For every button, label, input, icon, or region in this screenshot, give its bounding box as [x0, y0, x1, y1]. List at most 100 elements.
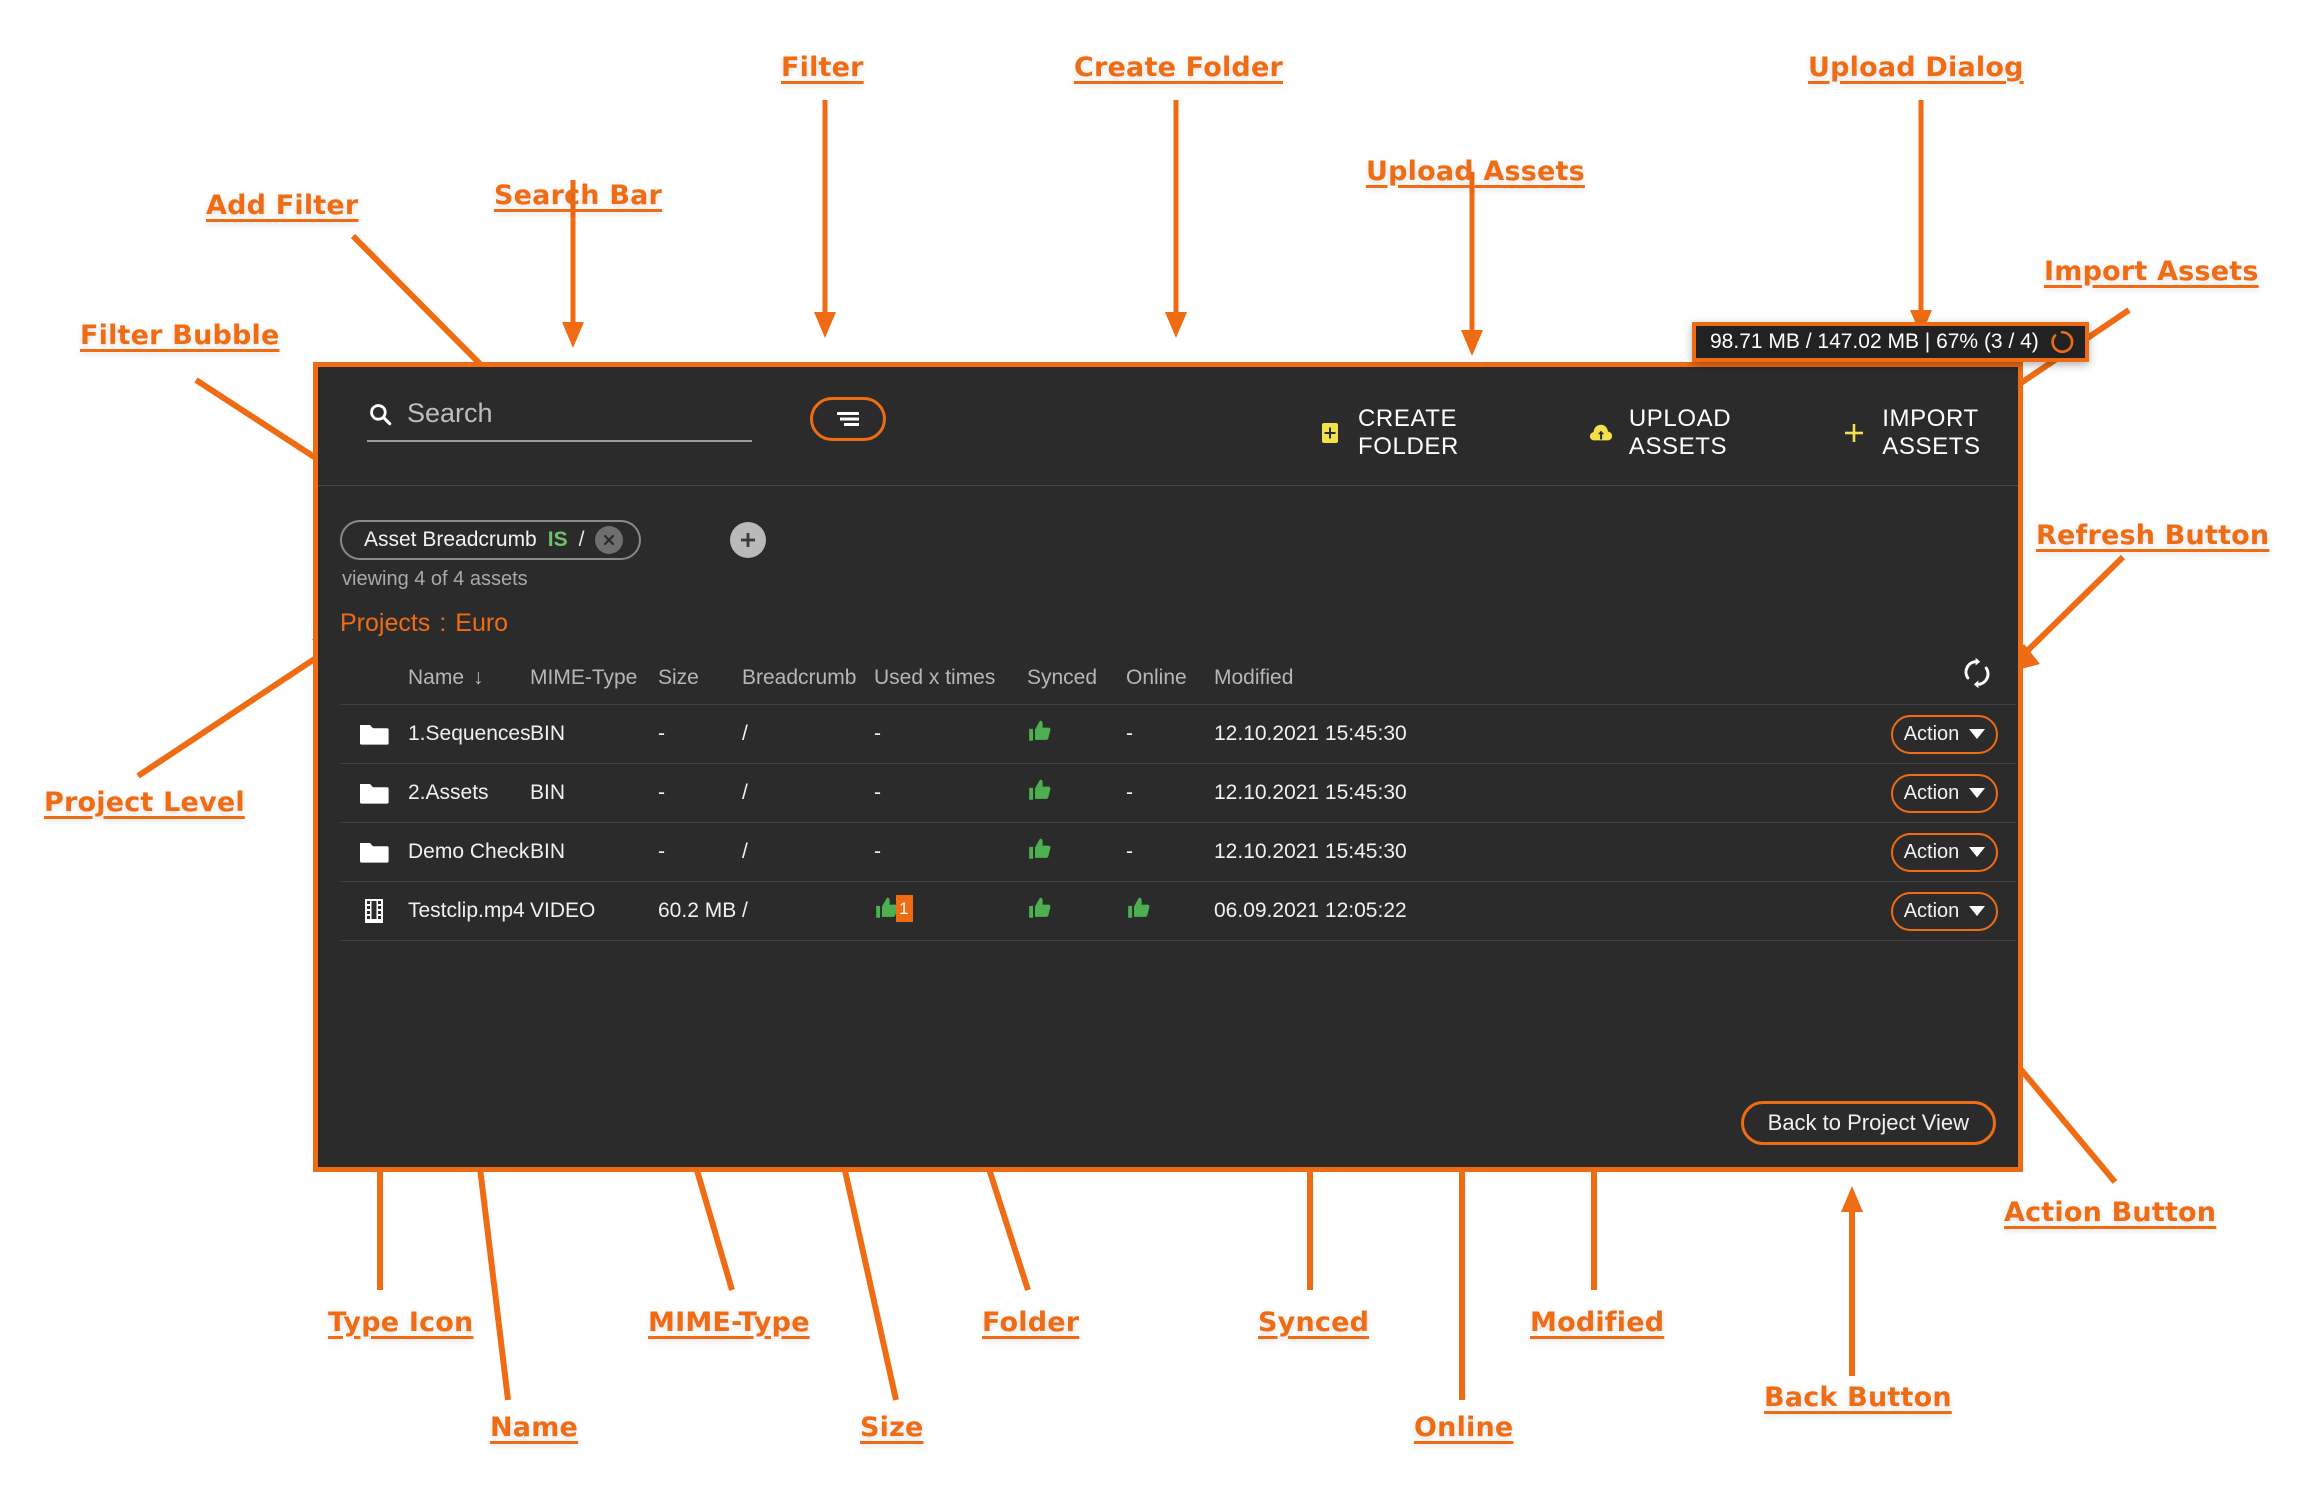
back-to-project-view-button[interactable]: Back to Project View	[1740, 1101, 1996, 1145]
header-mime-type[interactable]: MIME-Type	[530, 666, 638, 689]
thumbs-up-icon	[1029, 779, 1051, 800]
filter-bar: Asset Breadcrumb IS / vie	[318, 486, 2018, 599]
search-bar[interactable]: Search	[367, 398, 752, 442]
upload-assets-button[interactable]: UPLOAD ASSETS	[1589, 405, 1769, 461]
create-folder-button[interactable]: CREATE FOLDER	[1318, 405, 1499, 461]
annotation-import-assets: Import Assets	[2044, 256, 2259, 287]
close-circle-icon[interactable]	[595, 526, 624, 554]
breadcrumb-project[interactable]: Euro	[455, 609, 509, 637]
search-icon	[367, 401, 393, 427]
chevron-down-icon	[1969, 847, 1986, 857]
annotation-mime-type: MIME-Type	[648, 1307, 810, 1338]
asset-manager-panel: Search	[313, 362, 2023, 1172]
chevron-down-icon	[1969, 788, 1986, 798]
usage-count-badge: 1	[896, 894, 914, 922]
annotation-synced: Synced	[1258, 1307, 1370, 1338]
row-name[interactable]: 1.Sequences	[408, 722, 531, 745]
annotation-project-level: Project Level	[44, 787, 245, 818]
row-modified: 12.10.2021 15:45:30	[1214, 840, 1407, 863]
asset-table: Name↓ MIME-Type Size Breadcrumb Used x t…	[340, 652, 2016, 941]
header-used-x-times[interactable]: Used x times	[874, 666, 996, 689]
thumbs-up-icon	[1128, 897, 1150, 918]
row-name[interactable]: Testclip.mp4	[408, 899, 525, 922]
table-row[interactable]: 2.Assets BIN - / - - 12.10.2021 15:45:30…	[340, 763, 2016, 822]
filter-lines-icon	[835, 410, 861, 428]
annotation-upload-dialog: Upload Dialog	[1808, 52, 2024, 83]
annotation-search-bar: Search Bar	[494, 180, 663, 211]
annotation-name: Name	[490, 1412, 579, 1443]
row-online: -	[1126, 781, 1133, 804]
row-breadcrumb: /	[742, 899, 748, 922]
row-synced	[1027, 895, 1126, 927]
cloud-upload-icon	[1589, 419, 1613, 447]
filter-bubble[interactable]: Asset Breadcrumb IS /	[340, 520, 642, 560]
header-synced[interactable]: Synced	[1027, 666, 1098, 689]
annotation-back-button: Back Button	[1764, 1382, 1952, 1413]
folder-icon	[340, 722, 408, 746]
row-breadcrumb: /	[742, 781, 748, 804]
breadcrumb-separator: :	[439, 609, 447, 637]
search-input[interactable]: Search	[407, 398, 493, 428]
row-name[interactable]: Demo Check	[408, 840, 530, 863]
row-online	[1126, 895, 1214, 927]
filter-field-label: Asset Breadcrumb	[364, 528, 537, 551]
upload-dialog[interactable]: 98.71 MB / 147.02 MB | 67% (3 / 4)	[1692, 322, 2089, 362]
folder-icon	[340, 781, 408, 805]
row-name[interactable]: 2.Assets	[408, 781, 489, 804]
row-online: -	[1126, 840, 1133, 863]
header-online[interactable]: Online	[1126, 666, 1187, 689]
upload-progress-text: 98.71 MB / 147.02 MB | 67% (3 / 4)	[1710, 330, 2039, 353]
refresh-icon	[1964, 657, 1990, 689]
annotation-create-folder: Create Folder	[1074, 52, 1283, 83]
row-used: 1	[874, 894, 1027, 928]
toolbar-actions: CREATE FOLDER UPLOAD ASSETS	[1318, 405, 2018, 461]
action-button[interactable]: Action	[1891, 891, 1998, 931]
create-folder-label: CREATE FOLDER	[1358, 405, 1459, 460]
row-breadcrumb: /	[742, 840, 748, 863]
action-button-label: Action	[1903, 781, 1960, 804]
table-row[interactable]: Demo Check BIN - / - - 12.10.2021 15:45:…	[340, 822, 2016, 881]
action-button-label: Action	[1903, 840, 1960, 863]
action-button[interactable]: Action	[1891, 773, 1998, 813]
row-size: -	[658, 722, 665, 745]
header-size[interactable]: Size	[658, 666, 699, 689]
import-assets-label: IMPORT ASSETS	[1882, 405, 1981, 460]
loading-spinner-icon	[2049, 329, 2075, 355]
row-used: -	[874, 781, 881, 804]
action-button-label: Action	[1903, 899, 1960, 922]
thumbs-up-icon	[1029, 720, 1051, 741]
row-mime-type: BIN	[530, 781, 566, 804]
annotation-online: Online	[1414, 1412, 1514, 1443]
add-filter-button[interactable]	[730, 522, 766, 558]
annotation-type-icon: Type Icon	[328, 1307, 474, 1338]
action-button[interactable]: Action	[1891, 832, 1998, 872]
toolbar-divider	[318, 485, 2018, 486]
action-button[interactable]: Action	[1891, 714, 1998, 754]
import-assets-button[interactable]: IMPORT ASSETS	[1842, 405, 2018, 461]
table-row[interactable]: Testclip.mp4 VIDEO 60.2 MB / 1 06.09.202…	[340, 881, 2016, 941]
header-breadcrumb[interactable]: Breadcrumb	[742, 666, 857, 689]
annotation-filter: Filter	[781, 52, 864, 83]
table-row[interactable]: 1.Sequences BIN - / - - 12.10.2021 15:45…	[340, 704, 2016, 763]
breadcrumb-level[interactable]: Projects	[340, 609, 431, 637]
row-mime-type: BIN	[530, 722, 566, 745]
header-name[interactable]: Name↓	[408, 666, 530, 690]
viewing-count: viewing 4 of 4 assets	[342, 568, 528, 590]
refresh-button[interactable]	[1960, 656, 1994, 690]
sort-desc-icon[interactable]: ↓	[473, 666, 484, 689]
row-modified: 12.10.2021 15:45:30	[1214, 781, 1407, 804]
row-synced	[1027, 777, 1126, 809]
row-used: -	[874, 840, 881, 863]
folder-plus-icon	[1318, 419, 1342, 447]
annotation-refresh-button: Refresh Button	[2036, 520, 2270, 551]
row-used: -	[874, 722, 881, 745]
header-modified[interactable]: Modified	[1214, 666, 1294, 689]
thumbs-up-icon	[1029, 838, 1051, 859]
row-size: -	[658, 781, 665, 804]
filter-button[interactable]	[810, 397, 886, 441]
filter-value-label: /	[578, 528, 585, 551]
folder-icon	[340, 840, 408, 864]
back-button-label: Back to Project View	[1767, 1110, 1969, 1135]
row-mime-type: BIN	[530, 840, 566, 863]
action-button-label: Action	[1903, 722, 1960, 745]
